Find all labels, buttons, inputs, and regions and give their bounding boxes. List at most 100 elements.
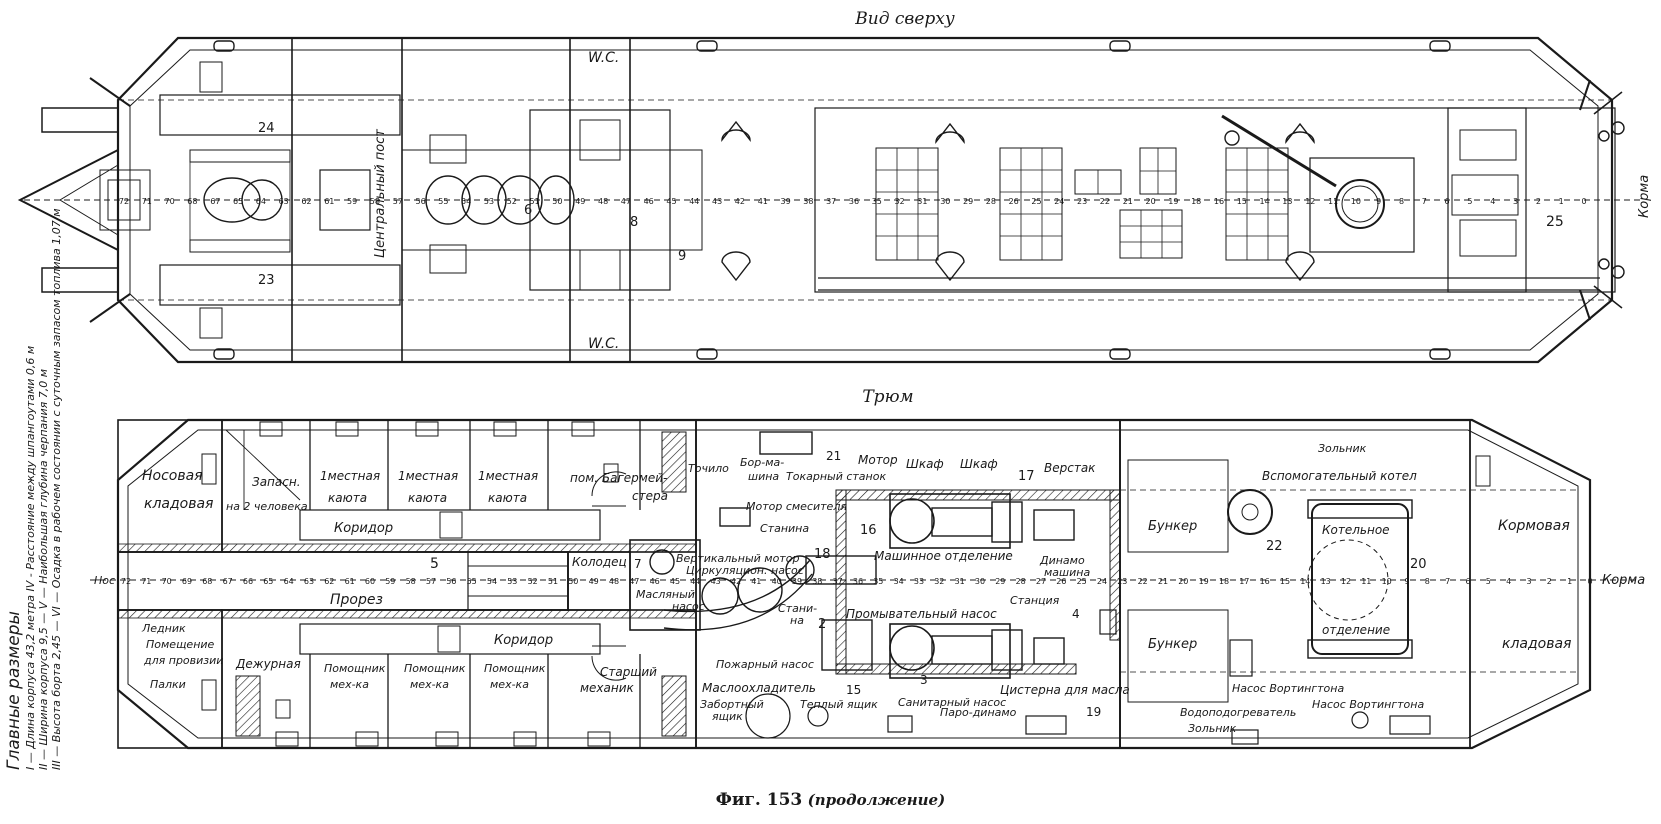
top-frame-number: 64 [256, 197, 266, 206]
top-frame-number: 2 [1536, 197, 1541, 206]
label-mekh-b: мех-ка [410, 678, 449, 691]
hold-frame-number: 9 [1404, 577, 1409, 586]
hold-frame-number: 13 [1321, 577, 1331, 586]
top-frame-number: 35 [872, 197, 882, 206]
hold-frame-number: 24 [1097, 577, 1107, 586]
label-bunker-a: Бункер [1148, 519, 1197, 534]
top-frame-number: 30 [940, 197, 950, 206]
label-tsirk-nasos: Циркуляцион. насос [686, 564, 804, 577]
top-frame-number: 36 [849, 197, 859, 206]
hold-callout-3: 3 [920, 673, 928, 687]
engines [649, 431, 1117, 739]
hold-frame-number: 45 [670, 577, 680, 586]
top-frame-number: 10 [1351, 197, 1361, 206]
label-prorez: Прорез [330, 592, 383, 608]
label-verstak: Верстак [1044, 461, 1096, 475]
label-1mestnaya-a: 1местная [320, 469, 380, 483]
top-frame-number: 18 [1191, 197, 1201, 206]
hold-callout-2: 2 [818, 617, 826, 632]
label-vert-motor: Вертикальный мотор [676, 552, 799, 565]
label-pomoshchnik-a: Помощник [324, 662, 386, 675]
label-tokarny: Токарный станок [786, 470, 886, 483]
top-frame-number: 55 [438, 197, 448, 206]
hold-frame-number: 72 [121, 577, 131, 586]
top-frame-number: 20 [1146, 197, 1156, 206]
hold-frame-number: 44 [690, 577, 700, 586]
label-shkaf-a: Шкаф [906, 457, 944, 471]
hold-frame-number: 37 [833, 577, 843, 586]
label-shkaf-b: Шкаф [960, 457, 998, 471]
hold-callout-22: 22 [1266, 539, 1283, 554]
hold-frame-number: 52 [528, 577, 538, 586]
hold-frame-number: 25 [1077, 577, 1087, 586]
label-kolodets: Колодец [572, 555, 627, 569]
callout-24: 24 [258, 121, 275, 136]
top-frame-number: 42 [735, 197, 745, 206]
top-frame-number: 39 [781, 197, 791, 206]
label-korma: Корма [1602, 573, 1645, 588]
top-frame-number: 67 [210, 197, 220, 206]
hold-frame-number: 34 [894, 577, 904, 586]
label-pozharny: Пожарный насос [716, 658, 814, 671]
top-frame-number: 61 [324, 197, 334, 206]
label-tepl-yashchik: Теплый ящик [800, 698, 878, 711]
label-dlya-provizii: для провизии [143, 654, 223, 667]
label-stantsiya: Станция [1010, 594, 1060, 607]
label-pom-bager: пом. Багермей- [570, 471, 667, 485]
deck-grilles [814, 107, 1616, 293]
top-frame-number: 68 [187, 197, 197, 206]
hold-frame-number: 14 [1300, 577, 1310, 586]
top-frame-number: 9 [1376, 197, 1381, 206]
top-frame-number: 54 [461, 197, 471, 206]
bow-point [17, 149, 119, 251]
label-vodopodogr: Водоподогреватель [1180, 706, 1296, 719]
top-frame-number: 16 [1214, 197, 1224, 206]
top-frame-number: 53 [484, 197, 494, 206]
label-palki: Палки [150, 678, 186, 691]
label-zabortny-b: ящик [712, 710, 743, 723]
hold-frame-number: 2 [1547, 577, 1552, 586]
hold-callout-19: 19 [1086, 705, 1101, 719]
hold-frame-number: 43 [711, 577, 721, 586]
top-frame-number: 3 [1513, 197, 1518, 206]
hold-frame-number: 56 [446, 577, 456, 586]
hold-frame-number: 5 [1486, 577, 1491, 586]
label-kayuta-b: каюта [408, 491, 447, 505]
hold-frame-number: 58 [406, 577, 416, 586]
hold-frame-number: 55 [467, 577, 477, 586]
label-kayuta-a: каюта [328, 491, 367, 505]
hold-callout-4: 4 [1072, 607, 1080, 621]
hold-frame-number: 70 [162, 577, 172, 586]
label-pomoshchnik-b: Помощник [404, 662, 466, 675]
label-kladovaya: кладовая [144, 496, 213, 512]
label-maslyany-a: Масляный [636, 588, 695, 601]
hold-frame-number: 19 [1199, 577, 1209, 586]
top-frame-number: 5 [1467, 197, 1472, 206]
hold-frame-number: 66 [243, 577, 253, 586]
top-frame-number: 23 [1077, 197, 1087, 206]
dimension-row: II — Ширина корпуса 9,5 — V — Наибольшая… [37, 368, 50, 770]
label-dinamo-a: Динамо [1039, 554, 1085, 567]
label-nos: Нос [94, 574, 115, 587]
hold-frame-number: 10 [1382, 577, 1392, 586]
top-frame-number: 59 [347, 197, 357, 206]
main-boiler [1311, 503, 1409, 655]
top-frame-number: 48 [598, 197, 608, 206]
hold-frame-number: 29 [995, 577, 1005, 586]
top-frame-number: 22 [1100, 197, 1110, 206]
hold-frame-number: 27 [1036, 577, 1046, 586]
label-stanina-bottom-b: на [790, 614, 804, 627]
top-view: Вид сверху [17, 9, 1652, 364]
top-frame-number: 63 [279, 197, 289, 206]
top-frame-number: 25 [1031, 197, 1041, 206]
wc-top-label: W.C. [588, 50, 619, 66]
label-stanina-bottom-a: Стани- [778, 602, 817, 615]
boiler-top [1335, 179, 1385, 229]
hold-frame-number: 48 [609, 577, 619, 586]
hold-frame-number: 49 [589, 577, 599, 586]
label-nasos-vort-a: Насос Вортингтона [1232, 682, 1344, 695]
top-frame-number: 26 [1009, 197, 1019, 206]
top-frame-number: 46 [644, 197, 654, 206]
hold-frame-number: 47 [629, 577, 639, 586]
